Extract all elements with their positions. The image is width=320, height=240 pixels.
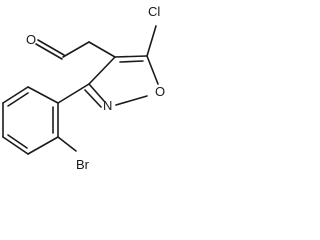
bond-c3-phenyl — [57, 83, 90, 104]
bond-n2-c3-inner — [84, 89, 102, 108]
bond-carbonyl-double-a — [37, 39, 65, 56]
bond-aldehyde-c-c4 — [62, 41, 90, 58]
bond-ph-inner-b — [7, 134, 28, 149]
bond-c-br — [57, 136, 77, 152]
bonds — [2, 25, 159, 155]
bond-ph-inner-c — [7, 92, 29, 107]
bond-c4-c5 — [114, 55, 148, 58]
bond-n2-c3 — [88, 83, 105, 102]
bond-o1-n2 — [115, 95, 148, 106]
bond-cho-to-ring — [88, 41, 116, 58]
bromine-atom-label: Br — [76, 157, 90, 172]
bond-ph-c5-c6 — [2, 86, 29, 104]
bond-c4-c5-inner — [119, 60, 144, 63]
bond-c5-cl — [146, 25, 157, 57]
ring-nitrogen-label: N — [103, 98, 112, 113]
bond-c3-c4 — [88, 56, 116, 85]
bond-ph-c2-c3 — [27, 136, 59, 155]
chlorine-atom-label: Cl — [148, 4, 160, 19]
atom-labels: Cl O O N Br — [26, 4, 165, 172]
bond-ph-c6-c1 — [27, 86, 59, 104]
bond-carbonyl-double-b — [35, 43, 63, 60]
aldehyde-oxygen-label: O — [26, 32, 36, 47]
molecule-structure: Cl O O N Br — [2, 4, 165, 172]
bond-ph-c3-c4 — [2, 136, 29, 155]
bond-c5-o1 — [146, 55, 159, 85]
ring-oxygen-label: O — [155, 84, 165, 99]
